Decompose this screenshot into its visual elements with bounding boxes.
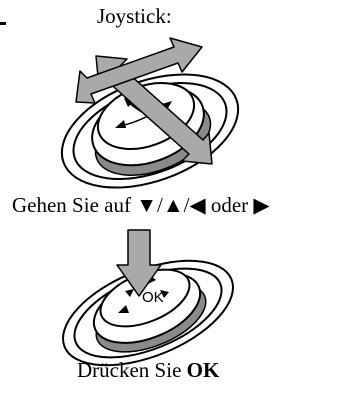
joystick-press-illustration: OK (62, 229, 234, 367)
press-instruction-prefix: Drücken Sie (77, 358, 187, 382)
navigate-instruction: Gehen Sie auf ▼/▲/◀ oder ▶ (12, 193, 270, 217)
ok-knob-label: OK (142, 289, 164, 306)
joystick-navigate-illustration (60, 37, 240, 189)
press-instruction: Drücken Sie OK (77, 360, 219, 381)
joystick-title: Joystick: (97, 4, 172, 28)
section-marker (0, 22, 6, 25)
press-instruction-key: OK (186, 358, 220, 382)
